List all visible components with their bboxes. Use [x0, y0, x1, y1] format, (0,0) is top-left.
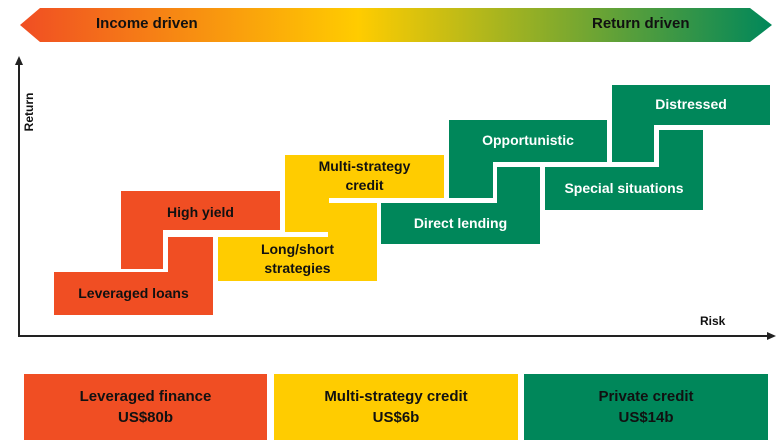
- step-multi-strategy-credit: [285, 155, 444, 232]
- category-private-credit: Private credit US$14b: [524, 374, 768, 440]
- income-return-banner: [20, 8, 772, 42]
- step-high-yield: [121, 191, 280, 269]
- x-axis-arrow: [767, 332, 776, 340]
- step-direct-lending: [381, 167, 540, 244]
- banner-left-label: Income driven: [96, 15, 198, 32]
- category-leveraged-finance: Leveraged finance US$80b: [24, 374, 267, 440]
- axes: [15, 56, 776, 340]
- category-name: Multi-strategy credit: [324, 388, 468, 405]
- label-distressed: Distressed: [655, 96, 727, 112]
- banner-right-label: Return driven: [592, 15, 690, 32]
- credit-steps-diagram: [54, 85, 770, 315]
- step-leveraged-loans: [54, 237, 213, 315]
- label-direct-lending: Direct lending: [413, 215, 508, 231]
- label-long-short: Long/short strategies: [218, 240, 377, 278]
- label-leveraged-loans: Leveraged loans: [78, 285, 189, 301]
- label-multi-strategy-credit: Multi-strategy credit: [285, 157, 444, 195]
- y-axis-arrow: [15, 56, 23, 65]
- category-multi-strategy-credit: Multi-strategy credit US$6b: [274, 374, 518, 440]
- category-name: Leveraged finance: [79, 388, 212, 405]
- step-special-situations: [545, 130, 703, 210]
- banner-arrow: [20, 8, 772, 42]
- label-high-yield: High yield: [167, 204, 234, 220]
- category-amount: US$80b: [117, 409, 174, 426]
- step-distressed: [612, 85, 770, 162]
- label-long-short-line2: strategies: [264, 260, 331, 276]
- category-amount: US$6b: [372, 409, 420, 426]
- label-multi-strategy-line2: credit: [345, 177, 384, 193]
- category-amount: US$14b: [618, 409, 674, 426]
- label-multi-strategy-line1: Multi-strategy: [318, 158, 411, 174]
- step-opportunistic: [449, 120, 607, 198]
- label-long-short-line1: Long/short: [260, 241, 335, 257]
- category-name: Private credit: [598, 388, 694, 405]
- label-special-situations: Special situations: [564, 180, 684, 196]
- step-long-short: [218, 203, 377, 281]
- x-axis-label: Risk: [700, 314, 726, 328]
- label-opportunistic: Opportunistic: [482, 132, 574, 148]
